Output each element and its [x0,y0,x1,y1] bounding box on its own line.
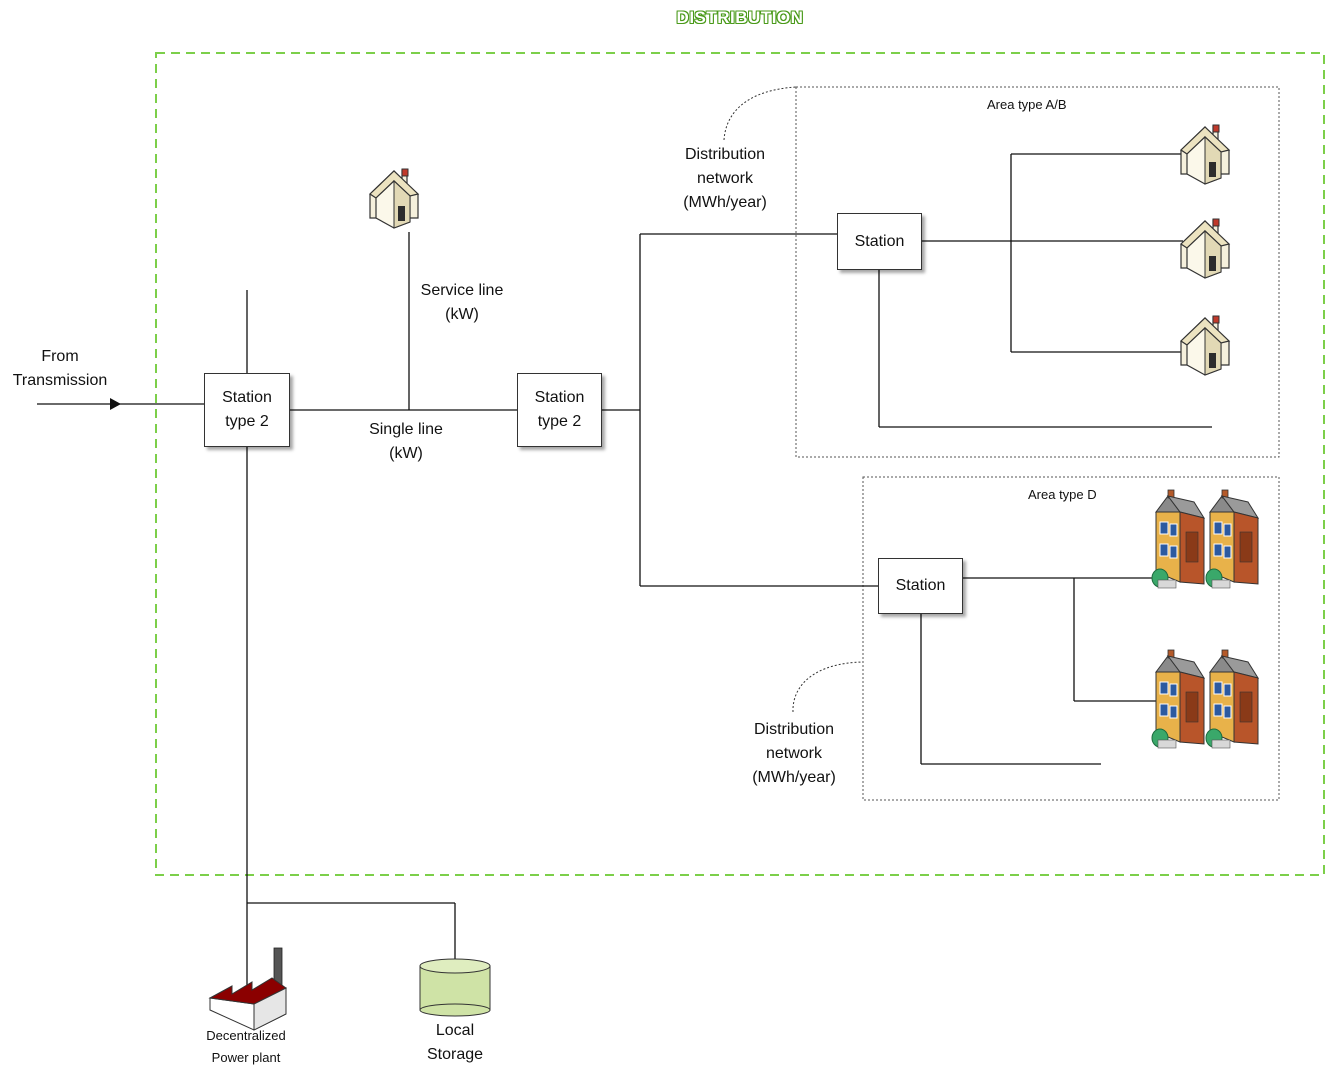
house-icon [1180,315,1230,376]
single-line-label: Single line (kW) [346,418,466,466]
label-line: Single line [369,421,443,438]
distribution-network-label-top: Distribution network (MWh/year) [660,143,790,215]
label-line: (kW) [389,445,423,462]
label-line: Service line [420,282,504,299]
callout-top [723,86,797,141]
from-transmission-label: From Transmission [0,345,120,393]
label-line: Distribution [753,721,835,738]
label-line: From [41,348,79,365]
label-line: (kW) [445,306,479,323]
station-label: Station [222,389,272,406]
label-line: Power plant [211,1050,281,1065]
station-label: Station [534,389,585,406]
label-line: Distribution [684,146,766,163]
station-area-d: Station [878,558,963,614]
distribution-network-label-bottom: Distribution network (MWh/year) [729,718,859,790]
label-line: (MWh/year) [683,194,767,211]
area-d-box [862,476,1280,801]
label-line: Storage [426,1046,484,1063]
station-label: Station [895,577,946,594]
callout-bottom [792,661,864,713]
townhouse-icon [1151,489,1205,589]
townhouse-icon [1205,489,1259,589]
label-line: Local [435,1022,475,1039]
house-icon [1180,218,1230,279]
area-ab-label: Area type A/B [987,97,1067,112]
distribution-boundary [155,52,1325,876]
station-area-ab: Station [837,213,922,270]
area-d-label: Area type D [1028,487,1097,502]
station-main: Station type 2 [204,373,290,447]
arrow-head-icon [110,398,121,410]
townhouse-icon [1205,649,1259,749]
label-line: Decentralized [206,1028,286,1043]
service-line-label: Service line (kW) [402,279,522,327]
station-label: Station [854,232,905,250]
label-line: (MWh/year) [752,769,836,786]
decentralized-label: Decentralized Power plant [186,1025,306,1069]
label-line: Transmission [12,372,108,389]
area-ab-box [795,86,1280,458]
station-label: type 2 [225,413,269,430]
station-label: type 2 [537,413,582,430]
storage-icon [419,958,491,1017]
townhouse-icon [1151,649,1205,749]
label-line: network [696,170,754,187]
factory-icon [208,947,287,1031]
power-lines [37,153,1212,990]
house-icon [1180,124,1230,185]
label-line: network [765,745,823,762]
local-storage-label: Local Storage [395,1019,515,1067]
house-icon [369,168,419,229]
station-second: Station type 2 [517,373,602,447]
diagram-title: DISTRIBUTION [676,8,804,27]
